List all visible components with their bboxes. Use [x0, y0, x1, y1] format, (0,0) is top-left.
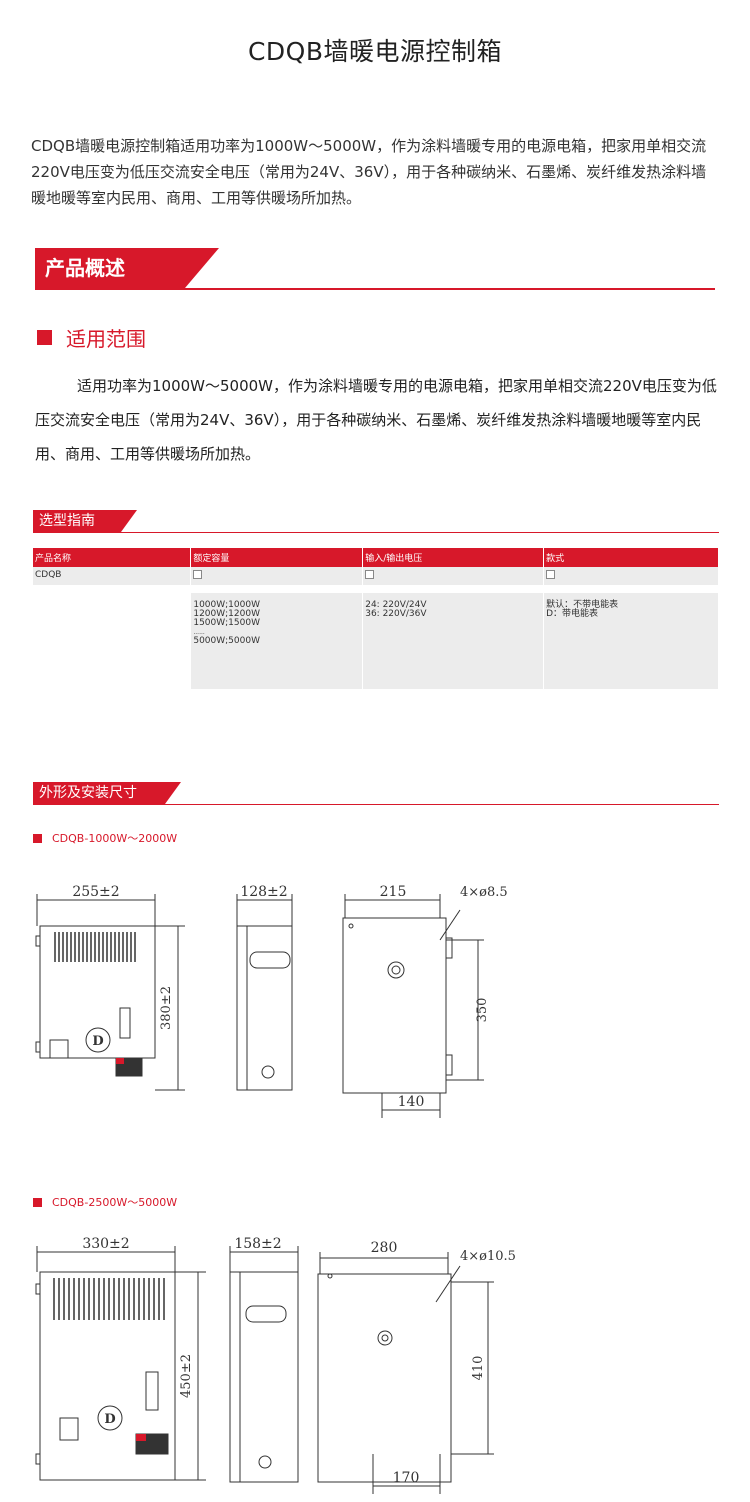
- capacity-option: 1500W;1500W: [193, 618, 260, 628]
- page-title: CDQB墙暖电源控制箱: [247, 37, 503, 66]
- d-badge: D: [92, 1034, 103, 1049]
- capacity-option: ......: [193, 629, 205, 636]
- model-1-front-view: 255±2 D 380±2: [35, 884, 185, 1091]
- model-1-side-view: 128±2: [236, 884, 293, 1091]
- front-height-dim: 380±2: [159, 986, 174, 1030]
- voltage-checkbox[interactable]: [365, 570, 375, 579]
- header-capacity: 额定容量: [190, 548, 364, 567]
- back-width-dim: 280: [371, 1240, 398, 1256]
- header-voltage: 输入/输出电压: [362, 548, 545, 567]
- dimensions-banner-divider: [33, 804, 719, 805]
- side-depth-dim: 128±2: [240, 884, 287, 900]
- square-bullet-icon: [33, 833, 42, 843]
- capacity-option: 1200W;1200W: [193, 609, 260, 619]
- scope-heading: 适用范围: [37, 323, 146, 352]
- holes-dim: 4×ø10.5: [460, 1249, 516, 1264]
- style-checkbox[interactable]: [546, 570, 556, 579]
- capacity-checkbox[interactable]: [193, 570, 203, 579]
- empty-cell: [33, 593, 192, 689]
- scope-paragraph: 适用功率为1000W～5000W，作为涂料墙暖专用的电源电箱，把家用单相交流22…: [35, 377, 717, 463]
- voltage-options: 24: 220V/24V 36: 220V/36V: [362, 593, 545, 689]
- overview-banner: 产品概述: [35, 248, 715, 290]
- back-height-dim: 350: [475, 998, 490, 1023]
- model-2-side-view: 158±2: [229, 1236, 299, 1483]
- model-1-back-view: 215 4×ø8.5 350 140: [342, 884, 508, 1118]
- style-options: 默认：不带电能表 D：带电能表: [543, 593, 719, 689]
- header-style: 款式: [543, 548, 719, 567]
- bottom-spacing-dim: 170: [393, 1470, 420, 1486]
- front-width-dim: 255±2: [72, 884, 119, 900]
- style-option: D：带电能表: [546, 609, 599, 619]
- model-2-label-text: CDQB-2500W～5000W: [52, 1196, 178, 1209]
- style-checkbox-cell: [543, 567, 719, 585]
- dimensions-banner-label: 外形及安装尺寸: [33, 782, 181, 804]
- style-option: 默认：不带电能表: [546, 600, 619, 610]
- product-name-cell: CDQB: [33, 567, 192, 585]
- spacer-cell: [362, 585, 545, 593]
- model-1-drawing: 255±2 D 380±2 128±2 215 4×ø8.5: [35, 884, 508, 1118]
- front-width-dim: 330±2: [82, 1236, 129, 1252]
- model-2-back-view: 280 4×ø10.5 410 170: [317, 1240, 516, 1494]
- scope-heading-label: 适用范围: [66, 327, 146, 351]
- intro-paragraph: CDQB墙暖电源控制箱适用功率为1000W～5000W，作为涂料墙暖专用的电源电…: [31, 137, 707, 207]
- selection-banner: 选型指南: [33, 510, 719, 534]
- capacity-option: 5000W;5000W: [193, 636, 260, 646]
- selection-banner-divider: [33, 532, 719, 533]
- square-bullet-icon: [37, 330, 52, 345]
- spacer-cell: [190, 585, 364, 593]
- capacity-option: 1000W;1000W: [193, 600, 260, 610]
- back-height-dim: 410: [471, 1356, 486, 1381]
- square-bullet-icon: [33, 1197, 42, 1207]
- spacer-cell: [543, 585, 719, 593]
- spacer-cell: [33, 585, 192, 593]
- overview-banner-label: 产品概述: [35, 248, 219, 288]
- model-1-label: CDQB-1000W～2000W: [33, 830, 177, 846]
- overview-banner-divider: [35, 288, 715, 290]
- capacity-options: 1000W;1000W 1200W;1200W 1500W;1500W ....…: [190, 593, 364, 689]
- voltage-checkbox-cell: [362, 567, 545, 585]
- capacity-checkbox-cell: [190, 567, 364, 585]
- model-2-drawing: 330±2 D 450±2 158±2 280 4×ø10.5: [35, 1236, 516, 1494]
- model-1-label-text: CDQB-1000W～2000W: [52, 832, 178, 845]
- front-height-dim: 450±2: [179, 1354, 194, 1398]
- voltage-option: 36: 220V/36V: [365, 609, 427, 619]
- selection-table: 产品名称 额定容量 输入/输出电压 款式 CDQB 1000W;1000W 12…: [33, 548, 719, 689]
- side-depth-dim: 158±2: [234, 1236, 281, 1252]
- header-product-name: 产品名称: [33, 548, 192, 567]
- holes-dim: 4×ø8.5: [460, 885, 508, 900]
- d-badge: D: [104, 1412, 115, 1427]
- bottom-spacing-dim: 140: [398, 1094, 425, 1110]
- back-width-dim: 215: [380, 884, 407, 900]
- dimensions-banner: 外形及安装尺寸: [33, 782, 719, 806]
- model-2-front-view: 330±2 D 450±2: [35, 1236, 206, 1481]
- selection-banner-label: 选型指南: [33, 510, 137, 532]
- model-2-label: CDQB-2500W～5000W: [33, 1194, 177, 1210]
- voltage-option: 24: 220V/24V: [365, 600, 427, 610]
